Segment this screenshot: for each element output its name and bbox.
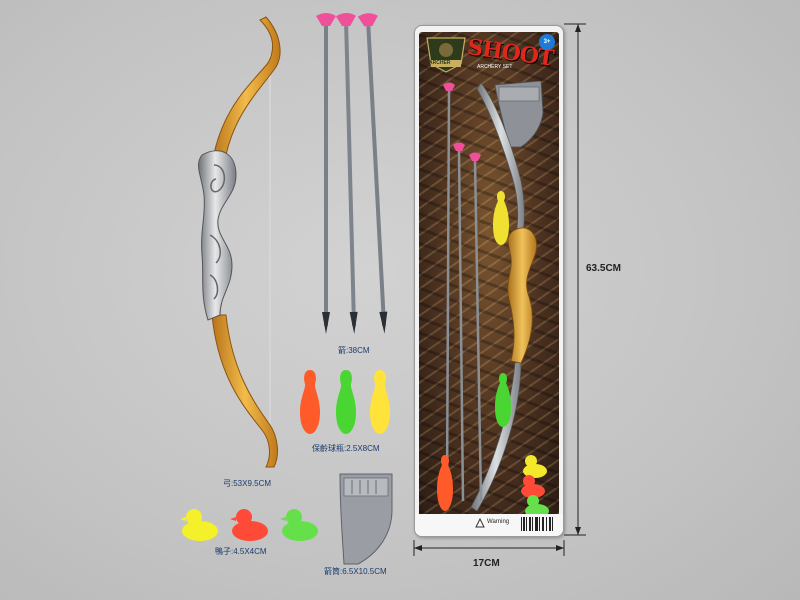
pin-green xyxy=(336,370,356,434)
duck-green xyxy=(280,509,318,541)
bow xyxy=(198,16,281,468)
pins-label: 保齡球瓶:2.5X8CM xyxy=(312,444,380,453)
ducks xyxy=(180,509,318,541)
packaged-pin-green xyxy=(495,373,511,427)
bowling-pins xyxy=(300,370,390,434)
package-footer: Warning xyxy=(415,514,563,536)
package-card: ARCHER SHOOT ARCHERY SET 3+ xyxy=(414,25,564,537)
barcode-icon xyxy=(521,517,553,531)
width-dimension-line xyxy=(413,540,565,556)
duck-red xyxy=(230,509,268,541)
package-subtitle: ARCHERY SET xyxy=(477,64,513,70)
packaged-arrows xyxy=(443,82,483,502)
width-dimension-label: 17CM xyxy=(473,558,500,569)
brand-text: ARCHER xyxy=(429,60,451,66)
quiver xyxy=(339,473,393,565)
packaged-pin-yellow xyxy=(493,191,509,245)
height-dimension-label: 63.5CM xyxy=(586,263,622,274)
packaged-pin-orange xyxy=(437,455,453,511)
pin-yellow xyxy=(370,370,390,434)
archer-logo xyxy=(426,37,466,73)
duck-yellow xyxy=(180,509,218,541)
warning-text: Warning xyxy=(487,519,510,525)
packaged-bow-grip xyxy=(507,227,537,364)
bow-grip xyxy=(198,150,237,321)
height-dimension-line xyxy=(564,23,586,536)
packaged-contents xyxy=(437,81,549,518)
packaged-quiver xyxy=(494,81,544,148)
ducks-label: 鴨子:4.5X4CM xyxy=(215,547,267,556)
warning-icon xyxy=(475,518,485,528)
arrow-1 xyxy=(316,13,336,334)
bow-lower-limb xyxy=(211,314,278,468)
pin-orange xyxy=(300,370,320,434)
arrow-label: 箭:38CM xyxy=(338,346,370,355)
arrow-2 xyxy=(335,13,358,334)
age-badge: 3+ xyxy=(539,34,555,50)
bow-label: 弓:53X9.5CM xyxy=(223,479,272,488)
quiver-label: 箭筒:6.5X10.5CM xyxy=(324,567,387,576)
packaged-ducks xyxy=(521,455,549,518)
arrow-3 xyxy=(357,13,388,334)
arrows xyxy=(316,13,388,334)
